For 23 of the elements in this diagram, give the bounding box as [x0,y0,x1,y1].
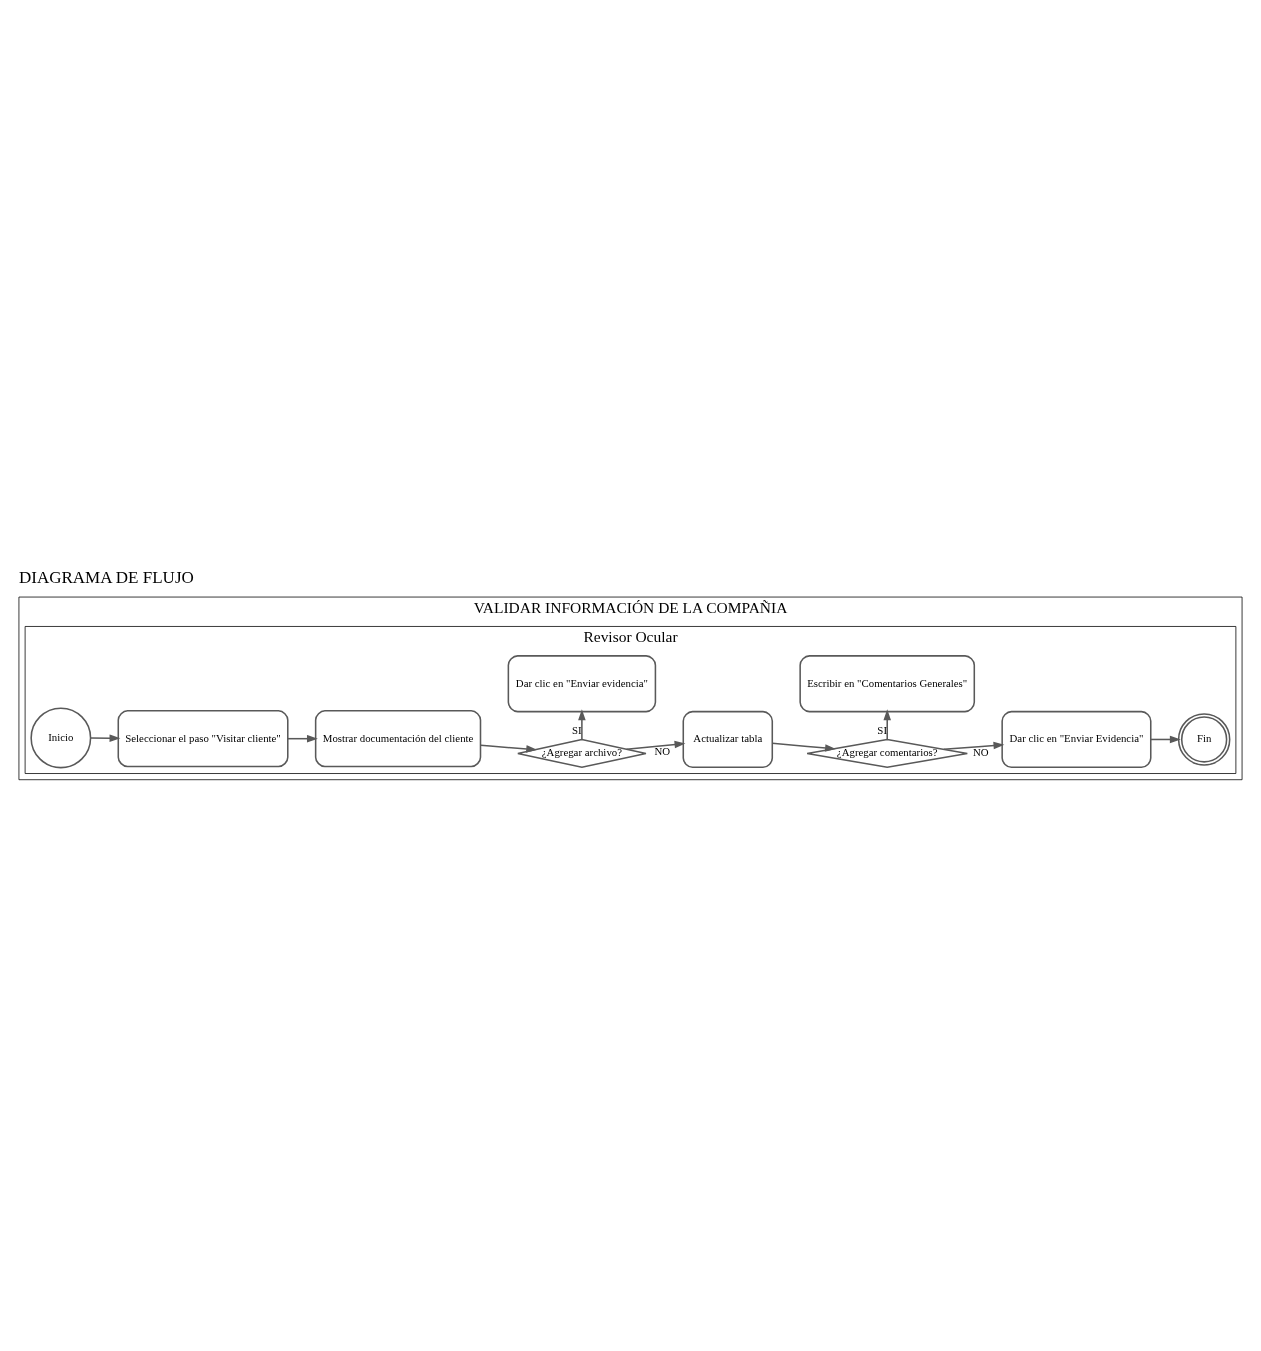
node-box: Actualizar tabla [682,710,774,768]
arrow [625,740,686,750]
arrow [771,742,836,752]
edge-label: NO [654,744,671,757]
arrow [578,708,586,740]
node-diamond: ¿Agregar archivo? [517,738,647,768]
node-box: Dar clic en "Enviar Evidencia" [1001,710,1152,768]
edge-label: NO [972,745,989,758]
arrow [883,708,892,740]
node-box: Dar clic en "Enviar evidencia" [507,654,657,712]
arrow [943,741,1005,750]
edge-label: SI [877,723,888,736]
edge-label: SI [572,723,582,736]
arrow [1150,735,1181,743]
node-diamond: ¿Agregar comentarios? [806,738,969,768]
arrow [89,733,121,742]
arrow [479,744,538,753]
diagram-title: DIAGRAMA DE FLUJO [18,567,194,587]
arrow [287,734,318,742]
node-circle: Inicio [30,706,92,768]
node-box: Seleccionar el paso "Visitar cliente" [117,709,289,767]
node-box: Mostrar documentación del cliente [314,709,482,767]
node-box: Escribir en "Comentarios Generales" [799,654,976,712]
